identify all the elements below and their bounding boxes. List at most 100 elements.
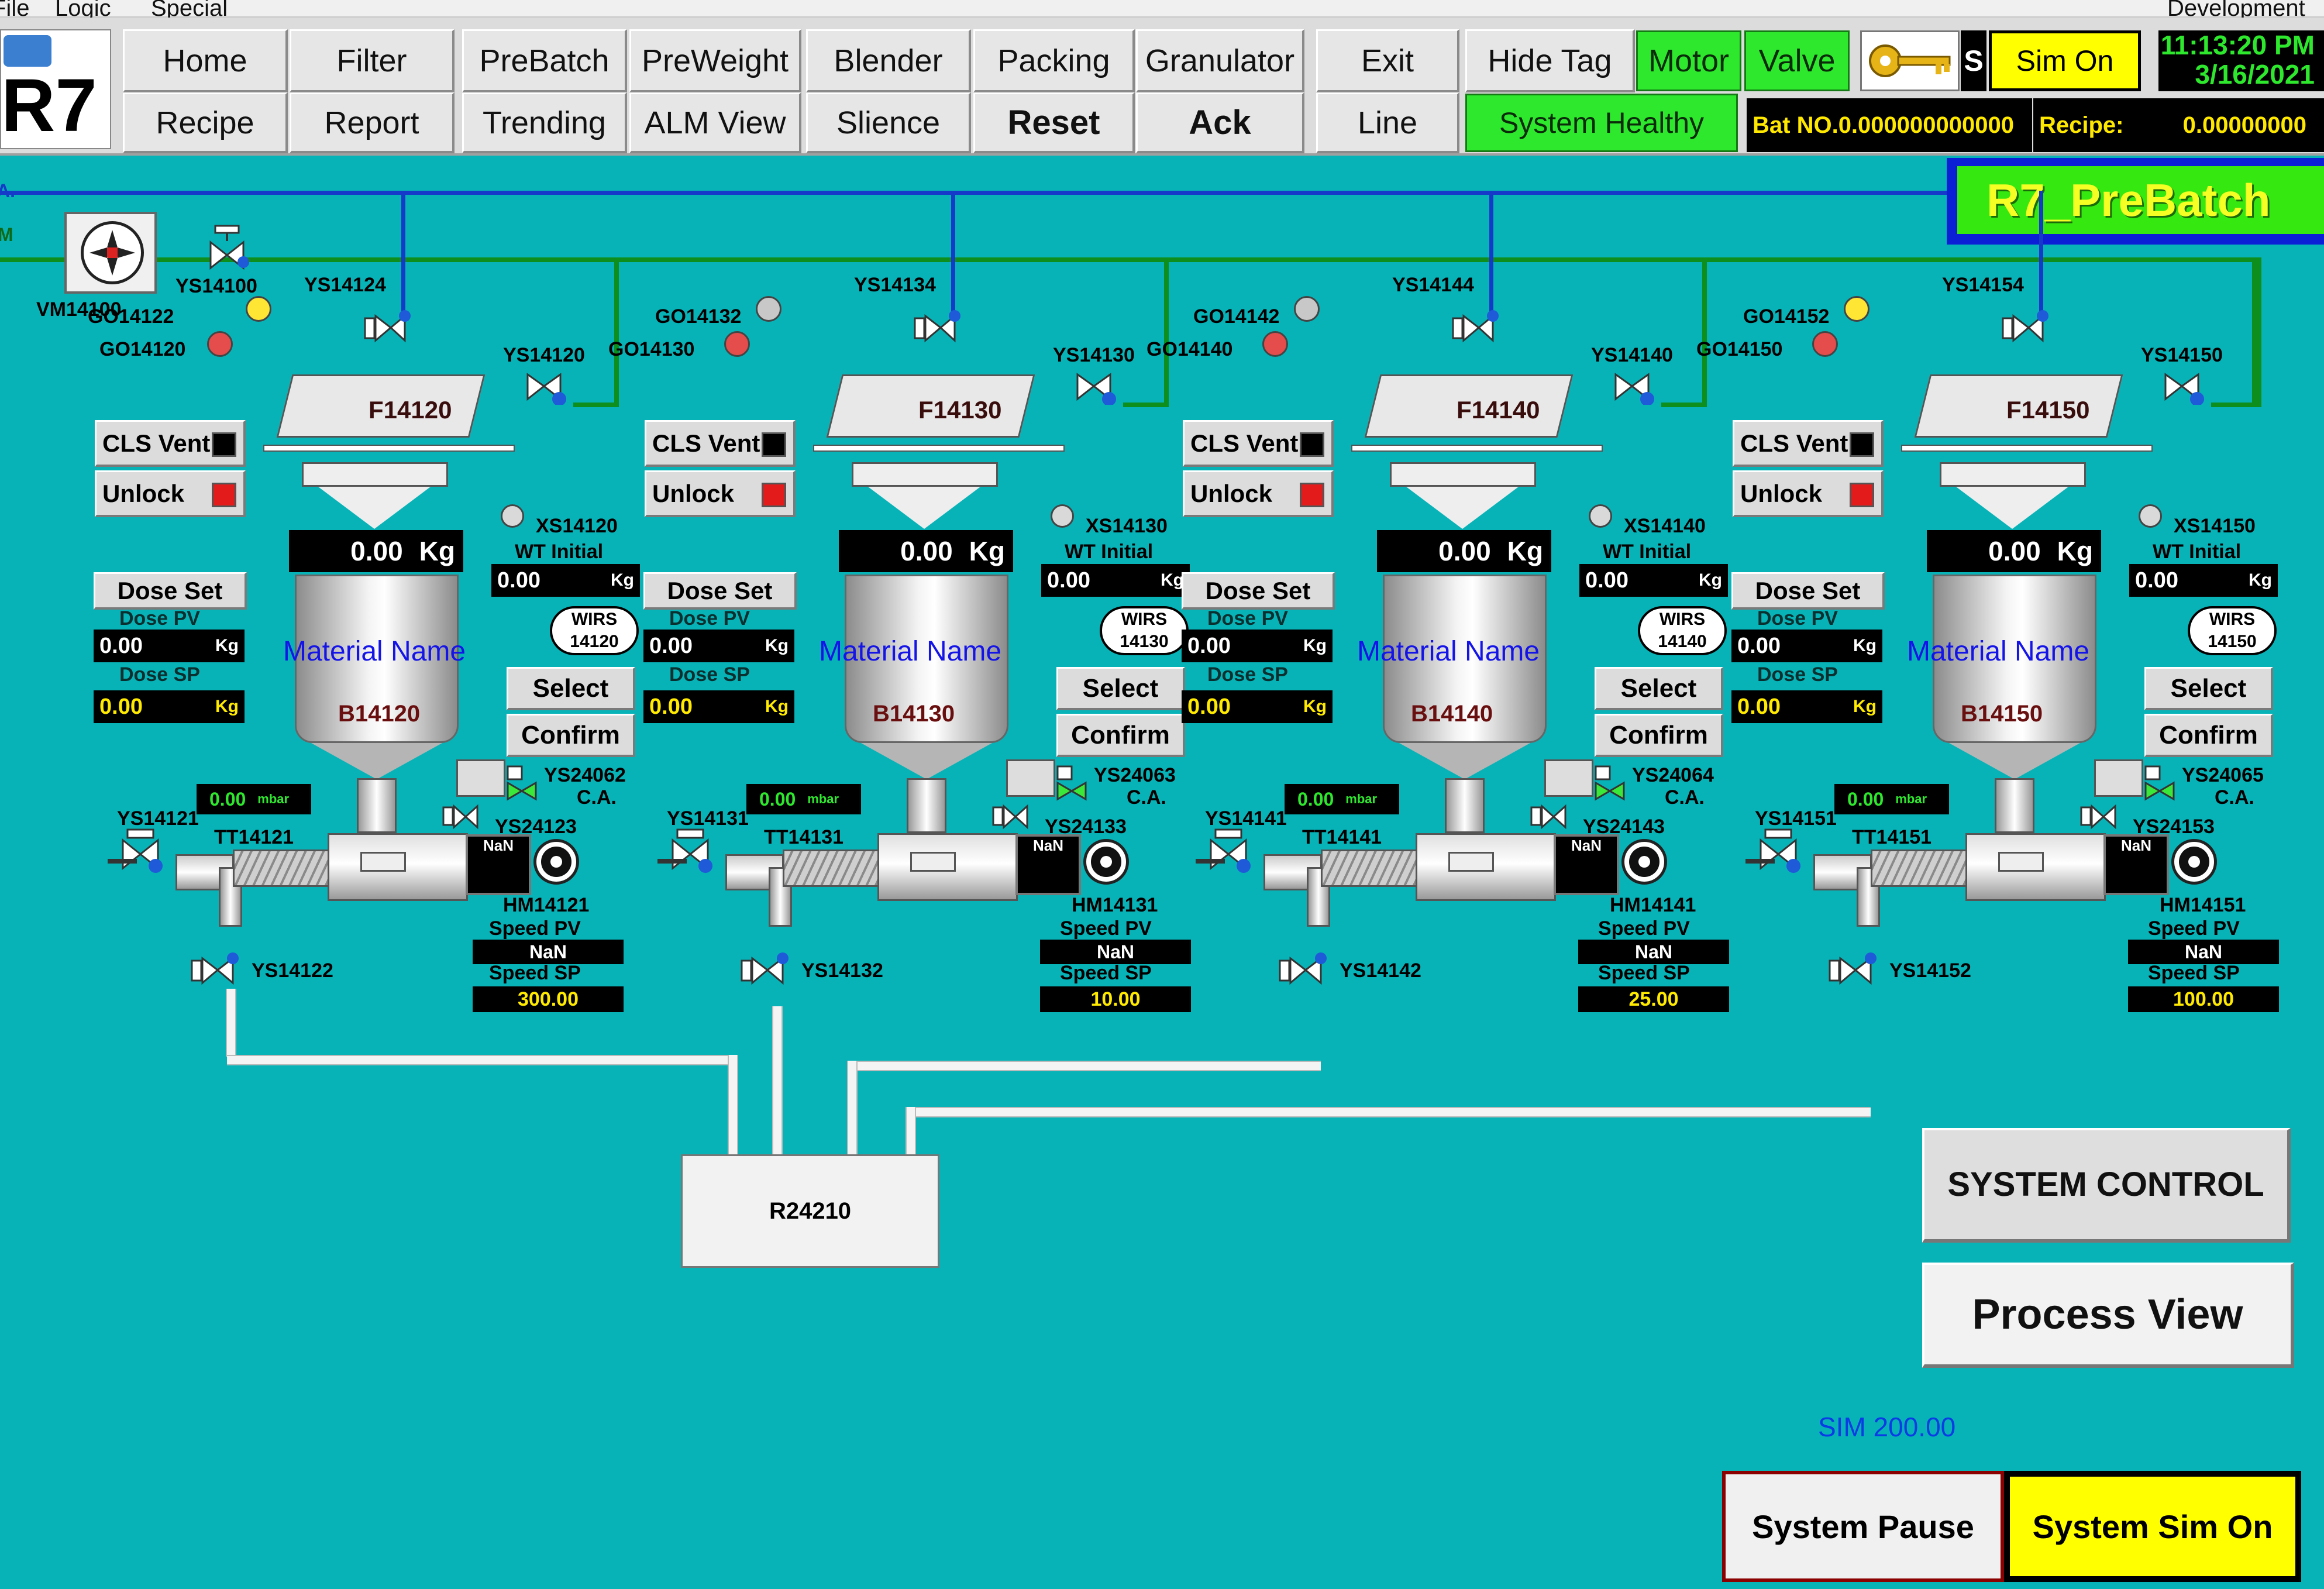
vent-valve-icon[interactable] [1056,765,1093,802]
ca-valve-icon[interactable] [1530,802,1566,838]
speed-sp-display[interactable]: 300.00 [473,986,624,1012]
motor-status[interactable]: Motor [1636,30,1741,91]
side-valve-icon[interactable] [526,369,566,406]
wt-initial-label: WT Initial [2153,541,2242,563]
cls-vent-button[interactable]: CLS Vent [645,420,796,467]
cls-vent-button[interactable]: CLS Vent [95,420,246,467]
cls-vent-button[interactable]: CLS Vent [1183,420,1334,467]
key-icon[interactable] [1860,30,1960,91]
bottom-valve-icon[interactable] [741,952,789,989]
material-name[interactable]: Material Name [1357,636,1540,667]
material-bin[interactable] [1933,575,2096,743]
speed-sp-label: Speed SP [1598,962,1690,984]
bottom-valve-icon[interactable] [1279,952,1327,989]
material-bin[interactable] [1383,575,1547,743]
lamp-tag-b: GO14140 [1146,338,1233,360]
nav-trending-button[interactable]: Trending [462,92,627,153]
select-button[interactable]: Select [1595,667,1723,710]
select-button[interactable]: Select [507,667,635,710]
material-bin[interactable] [845,575,1008,743]
hide-tag-button[interactable]: Hide Tag [1465,29,1635,92]
ca-valve-icon[interactable] [992,802,1028,838]
dose-set-button[interactable]: Dose Set [1731,572,1885,610]
feeder-tag: F14120 [369,396,452,424]
nav-filter-button[interactable]: Filter [290,29,455,92]
material-name[interactable]: Material Name [1907,636,2090,667]
wirs-label: WIRS [571,610,618,629]
unlock-button[interactable]: Unlock [95,470,246,517]
material-name[interactable]: Material Name [283,636,466,667]
bottom-valve-icon[interactable] [1829,952,1877,989]
clock-date: 3/16/2021 [2195,59,2315,90]
bottom-valve-icon[interactable] [191,952,239,989]
top-valve-icon[interactable] [208,225,252,273]
side-valve-icon[interactable] [2164,369,2204,406]
receiver-tank[interactable]: R24210 [681,1154,939,1268]
dust-fan[interactable] [64,212,157,294]
nav-report-button[interactable]: Report [290,92,455,153]
ack-button[interactable]: Ack [1136,92,1304,153]
top-valve-icon[interactable] [1452,310,1499,346]
material-name[interactable]: Material Name [819,636,1002,667]
nav-packing-button[interactable]: Packing [973,29,1135,92]
motor-drive[interactable]: NaN [1015,834,1081,895]
system-pause-button[interactable]: System Pause [1722,1471,2004,1582]
confirm-button[interactable]: Confirm [1056,714,1185,757]
confirm-button[interactable]: Confirm [2144,714,2273,757]
dose-set-button[interactable]: Dose Set [1182,572,1335,610]
confirm-button[interactable]: Confirm [1595,714,1723,757]
nav-exit-button[interactable]: Exit [1316,29,1459,92]
vent-valve-icon[interactable] [1595,765,1631,802]
vent-filter-icon [1006,759,1055,797]
lamp-tag-a: GO14122 [88,305,174,328]
motor-drive[interactable]: NaN [1554,834,1619,895]
clock-time: 11:13:20 PM [2160,30,2315,60]
nav-line-button[interactable]: Line [1316,92,1459,153]
speed-sp-display[interactable]: 25.00 [1578,986,1729,1012]
top-valve-icon[interactable] [364,310,411,346]
nav-blender-button[interactable]: Blender [806,29,971,92]
unlock-button[interactable]: Unlock [1183,470,1334,517]
speed-sp-display[interactable]: 100.00 [2128,986,2279,1012]
material-bin[interactable] [295,575,459,743]
top-valve-icon[interactable] [914,310,960,346]
nav-home-button[interactable]: Home [123,29,288,92]
valve-status[interactable]: Valve [1744,30,1850,91]
side-valve-icon[interactable] [1076,369,1116,406]
vent-valve-icon[interactable] [507,765,543,802]
left-valve-icon[interactable] [119,828,163,873]
nav-recipe-button[interactable]: Recipe [123,92,288,153]
dose-set-button[interactable]: Dose Set [643,572,797,610]
left-valve-icon[interactable] [1207,828,1251,873]
nav-alm-view-button[interactable]: ALM View [629,92,801,153]
nav-prebatch-button[interactable]: PreBatch [462,29,627,92]
select-button[interactable]: Select [2144,667,2273,710]
vent-valve-icon[interactable] [2144,765,2181,802]
screen-title: R7_PreBatch [1957,166,2324,234]
motor-drive[interactable]: NaN [2103,834,2169,895]
left-valve-icon[interactable] [1757,828,1800,873]
nav-granulator-button[interactable]: Granulator [1136,29,1304,92]
confirm-button[interactable]: Confirm [507,714,635,757]
dose-set-button[interactable]: Dose Set [94,572,247,610]
nav-silence-button[interactable]: Slience [806,92,971,153]
process-view-button[interactable]: Process View [1922,1263,2294,1368]
speed-sp-display[interactable]: 10.00 [1040,986,1191,1012]
ca-valve-icon[interactable] [2080,802,2116,838]
ca-valve-icon[interactable] [442,802,478,838]
top-valve-icon[interactable] [2002,310,2048,346]
system-sim-on-button[interactable]: System Sim On [2004,1471,2301,1582]
unlock-button[interactable]: Unlock [645,470,796,517]
motor-drive[interactable]: NaN [466,834,531,895]
unlock-button[interactable]: Unlock [1733,470,1884,517]
sim-on-status[interactable]: Sim On [1989,30,2141,91]
nav-preweight-button[interactable]: PreWeight [629,29,801,92]
cls-vent-button[interactable]: CLS Vent [1733,420,1884,467]
reset-button[interactable]: Reset [973,92,1135,153]
side-valve-icon[interactable] [1614,369,1654,406]
alarm-lamp-icon [1262,331,1288,357]
proximity-switch-icon [1051,504,1074,528]
select-button[interactable]: Select [1056,667,1185,710]
system-control-button[interactable]: SYSTEM CONTROL [1922,1128,2291,1243]
